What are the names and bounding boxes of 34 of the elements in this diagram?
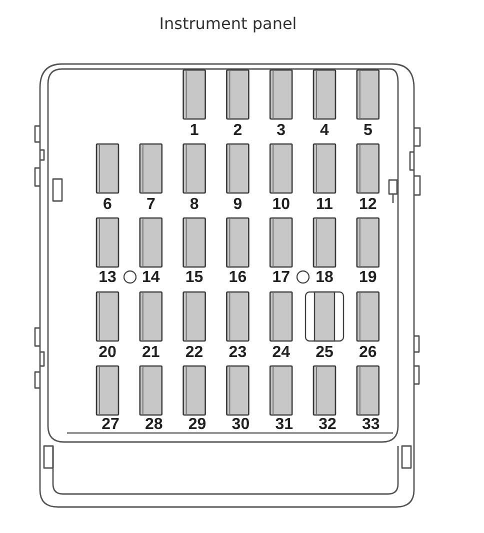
fuse-number: 14: [142, 271, 160, 284]
fuse-number: 9: [233, 198, 242, 211]
fuse-number: 31: [275, 418, 293, 431]
fuse-number: 5: [363, 124, 372, 137]
title: Instrument panel: [159, 14, 297, 34]
fuse-number: 29: [188, 418, 206, 431]
fuse-number: 19: [359, 271, 377, 284]
fuse-number: 22: [185, 346, 204, 359]
fuse-number: 10: [272, 198, 290, 211]
fuse-number: 32: [318, 418, 336, 431]
fuse-number: 20: [98, 346, 116, 359]
fuse-number: 2: [233, 124, 242, 137]
fuse-number: 6: [103, 198, 112, 211]
fuse-number: 1: [190, 124, 199, 137]
fuse-number: 21: [142, 346, 160, 359]
fuse-number: 11: [316, 198, 333, 211]
fuse-number: 13: [98, 271, 116, 284]
fuse-number: 3: [276, 124, 286, 137]
fuse-number: 15: [185, 271, 204, 284]
fuse-number: 8: [190, 198, 199, 211]
fuse-number: 33: [362, 418, 380, 431]
fuse-number: 4: [320, 124, 329, 137]
fuse-number: 23: [228, 346, 247, 359]
fuse-number: 25: [316, 346, 334, 359]
fuse-number: 18: [316, 271, 334, 284]
fuse-number: 7: [146, 198, 156, 211]
fuse-number: 26: [359, 346, 377, 359]
fuse-number: 17: [272, 271, 290, 284]
fuse-number: 27: [102, 418, 120, 431]
fuse-number: 12: [359, 198, 377, 211]
fuse-number: 30: [232, 418, 250, 431]
fuse-number: 16: [228, 271, 247, 284]
fuse-number: 28: [145, 418, 163, 431]
fuse-number: 24: [272, 346, 290, 359]
